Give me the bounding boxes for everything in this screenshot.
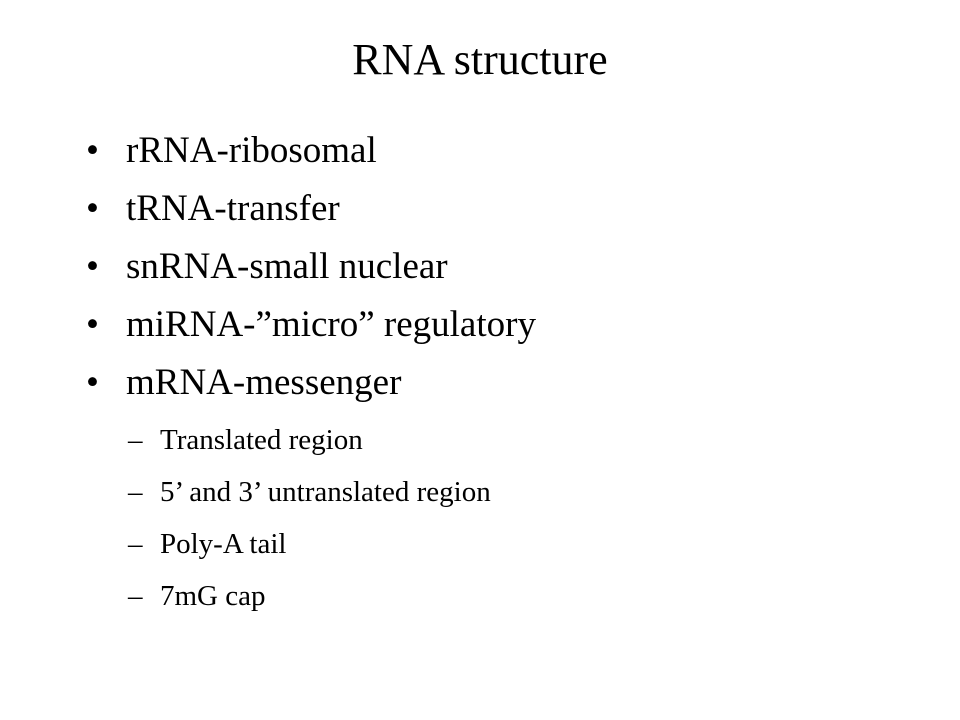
bullet-list: • rRNA-ribosomal • tRNA-transfer • snRNA… xyxy=(0,122,960,622)
bullet-item-rrna: • rRNA-ribosomal xyxy=(0,122,960,180)
subbullet-item-translated-region: – Translated region xyxy=(0,414,960,466)
bullet-item-mirna: • miRNA-”micro” regulatory xyxy=(0,296,960,354)
subbullet-text: 7mG cap xyxy=(160,580,266,612)
subbullet-text: 5’ and 3’ untranslated region xyxy=(160,476,491,508)
subbullet-marker: – xyxy=(128,476,143,508)
bullet-marker: • xyxy=(86,130,99,171)
bullet-text: snRNA-small nuclear xyxy=(126,246,448,287)
bullet-marker: • xyxy=(86,188,99,229)
subbullet-text: Translated region xyxy=(160,424,363,456)
subbullet-item-utr: – 5’ and 3’ untranslated region xyxy=(0,466,960,518)
bullet-text: miRNA-”micro” regulatory xyxy=(126,304,536,345)
subbullet-text: Poly-A tail xyxy=(160,528,287,560)
bullet-marker: • xyxy=(86,304,99,345)
subbullet-item-7mg-cap: – 7mG cap xyxy=(0,570,960,622)
subbullet-item-poly-a-tail: – Poly-A tail xyxy=(0,518,960,570)
bullet-item-mrna: • mRNA-messenger xyxy=(0,354,960,412)
slide-title: RNA structure xyxy=(352,35,608,84)
bullet-marker: • xyxy=(86,362,99,403)
bullet-text: rRNA-ribosomal xyxy=(126,130,377,171)
subbullet-marker: – xyxy=(128,580,143,612)
bullet-item-snrna: • snRNA-small nuclear xyxy=(0,238,960,296)
subbullet-marker: – xyxy=(128,528,143,560)
bullet-item-trna: • tRNA-transfer xyxy=(0,180,960,238)
bullet-text: tRNA-transfer xyxy=(126,188,340,229)
bullet-marker: • xyxy=(86,246,99,287)
mrna-subbullet-list: – Translated region – 5’ and 3’ untransl… xyxy=(0,414,960,622)
bullet-text: mRNA-messenger xyxy=(126,362,402,403)
subbullet-marker: – xyxy=(128,424,143,456)
